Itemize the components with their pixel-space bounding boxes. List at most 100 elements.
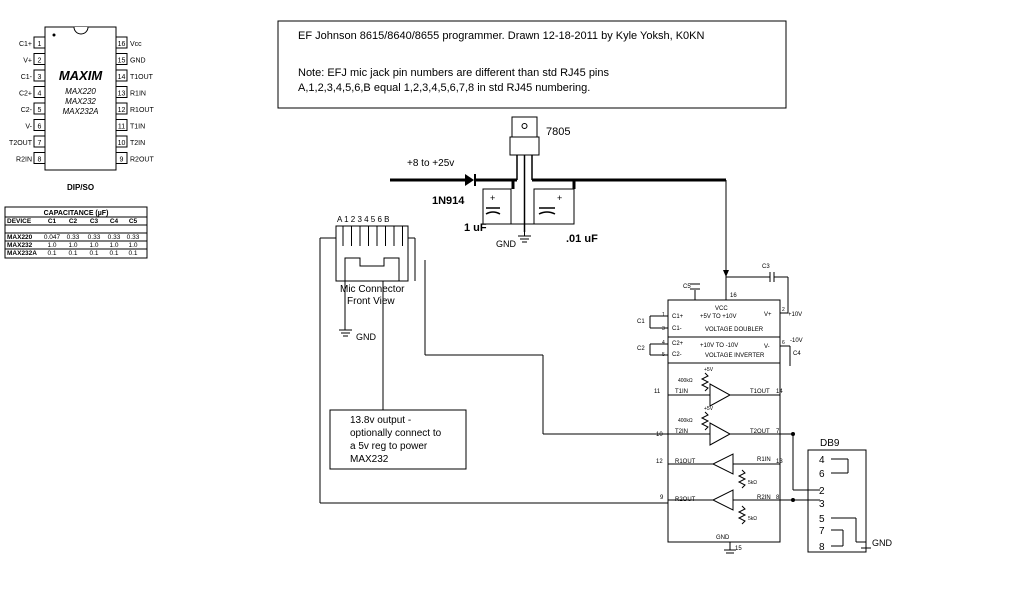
regulator-section: 7805 +8 to +25v 1N914 + 1 uF + .01 uF: [390, 116, 729, 277]
db9-pin-label: 4: [819, 455, 825, 466]
pin8-label: 8: [776, 495, 780, 501]
cap-table-cell: 0.1: [128, 250, 137, 257]
pin-name: Vcc: [130, 41, 142, 48]
mic-pin-labels: A 1 2 3 4 5 6 B: [337, 215, 389, 224]
cap-table-cell: 1.0: [109, 242, 118, 249]
db9-pin-label: 3: [819, 499, 825, 510]
cap-table-cell: MAX220: [7, 234, 33, 241]
cap2-label: .01 uF: [566, 233, 598, 245]
cap-table-header: C2: [69, 218, 78, 225]
pin-number: 4: [38, 91, 42, 98]
pin-name: T1OUT: [130, 74, 154, 81]
pin-number: 12: [118, 107, 126, 114]
cap-table-cell: 0.33: [127, 234, 140, 241]
cap-table-cell: 0.047: [44, 234, 61, 241]
pin3-label: 3: [662, 326, 665, 332]
mic-gnd: GND: [356, 332, 377, 342]
max232-ic: 16 VCC +5V TO +10V VOLTAGE DOUBLER +10V …: [637, 264, 803, 554]
c1-label: C1: [637, 319, 645, 325]
cap-table-header: C1: [48, 218, 57, 225]
pin-name: C1+: [19, 41, 32, 48]
pin-name: C2-: [21, 107, 33, 114]
cap-table-cell: 0.1: [89, 250, 98, 257]
pinout-diagram: MAXIM MAX220 MAX232 MAX232A 1C1+2V+3C1-4…: [9, 26, 154, 192]
vcc-label: VCC: [715, 306, 728, 312]
r2in-label: R2IN: [757, 495, 771, 501]
pin-name: C2+: [19, 91, 32, 98]
part-name-2: MAX232: [65, 97, 96, 106]
t2in-label: T2IN: [675, 429, 688, 435]
pin-name: T2OUT: [9, 140, 33, 147]
cap-table-cell: 0.33: [67, 234, 80, 241]
mic-label-2: Front View: [347, 296, 395, 307]
pin2-label: 2: [782, 307, 785, 313]
db9-label: DB9: [820, 438, 840, 449]
db9-pin-label: 8: [819, 542, 825, 553]
pin15-label: 15: [735, 546, 742, 552]
pin-number: 13: [118, 91, 126, 98]
pin-number: 14: [118, 74, 126, 81]
c2-label: C2: [637, 346, 645, 352]
mic-connector: A 1 2 3 4 5 6 B GND Mic Connector Front …: [319, 215, 668, 504]
res5k-label-2: 5kΩ: [748, 516, 757, 522]
pin-number: 11: [118, 124, 125, 131]
pin-number: 6: [38, 124, 42, 131]
cap-table-cell: 1.0: [89, 242, 98, 249]
c2m-label: C2-: [672, 352, 682, 358]
cap-table-header: DEVICE: [7, 218, 32, 225]
pin-number: 5: [38, 107, 42, 114]
r1out-label: R1OUT: [675, 459, 696, 465]
cap-table-cell: 1.0: [68, 242, 77, 249]
cap-table-cell: 0.1: [47, 250, 56, 257]
pin-number: 15: [118, 58, 126, 65]
pin-name: V-: [25, 124, 32, 131]
cap-table-title: CAPACITANCE (µF): [44, 210, 109, 217]
vplus-label: V+: [764, 312, 772, 318]
mic-label-1: Mic Connector: [340, 284, 405, 295]
db9-gnd: GND: [872, 538, 893, 548]
regulator-part: 7805: [546, 126, 570, 138]
cap-table-cell: 0.33: [88, 234, 101, 241]
note-box-line-1: 13.8v output -: [350, 415, 411, 426]
note-line-2: A,1,2,3,4,5,6,B equal 1,2,3,4,5,6,7,8 in…: [298, 82, 590, 94]
doubler-label: VOLTAGE DOUBLER: [705, 327, 764, 333]
t2out-label: T2OUT: [750, 429, 770, 435]
note-box: 13.8v output - optionally connect to a 5…: [329, 409, 467, 470]
pin-name: R1IN: [130, 91, 146, 98]
pin-name: GND: [130, 58, 146, 65]
db9-pin-label: 7: [819, 526, 825, 537]
cap-table-header: C4: [110, 218, 119, 225]
db9-pin-label: 5: [819, 514, 825, 525]
pin1-label: 1: [662, 312, 665, 318]
diode-symbol: [465, 174, 474, 186]
res400-label-2: 400kΩ: [678, 418, 693, 424]
t1in-label: T1IN: [675, 389, 688, 395]
pin10-label: 10: [656, 432, 663, 438]
pin12-label: 12: [656, 459, 663, 465]
minus10-label: -10V: [790, 338, 803, 344]
cap2-plus: +: [557, 193, 562, 203]
pin9-label: 9: [660, 495, 664, 501]
regulator-gnd: GND: [496, 239, 517, 249]
pin-number: 3: [38, 74, 42, 81]
note-line-1: Note: EFJ mic jack pin numbers are diffe…: [298, 67, 609, 79]
cap-table-header: C5: [129, 218, 138, 225]
pin-name: R2IN: [16, 157, 32, 164]
pin-name: R1OUT: [130, 107, 154, 114]
pin-number: 16: [118, 41, 126, 48]
pin6-label: 6: [782, 340, 785, 346]
ic-gnd-label: GND: [716, 535, 730, 541]
db9-pin-label: 2: [819, 486, 825, 497]
package-label: DIP/SO: [67, 183, 94, 192]
c1p-label: C1+: [672, 314, 684, 320]
part-name-3: MAX232A: [62, 107, 98, 116]
pin-number: 1: [38, 41, 42, 48]
pin7-label: 7: [776, 429, 780, 435]
c5-label: C5: [683, 284, 691, 290]
input-voltage-label: +8 to +25v: [407, 158, 454, 169]
